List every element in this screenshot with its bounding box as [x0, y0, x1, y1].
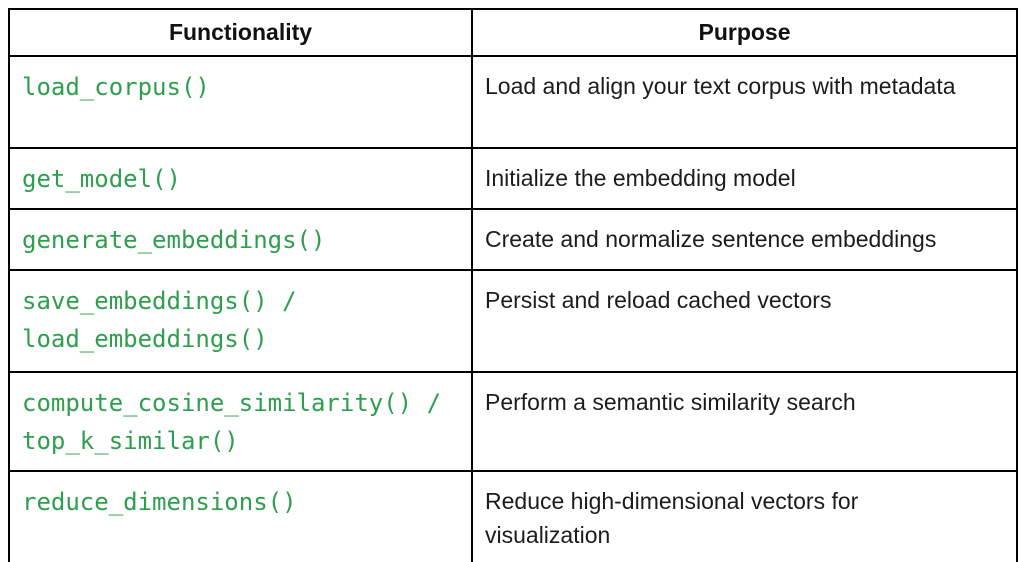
purpose-cell: Persist and reload cached vectors — [471, 269, 1018, 374]
table-row: get_model() Initialize the embedding mod… — [8, 146, 1018, 211]
functionality-purpose-table: Functionality Purpose load_corpus() Load… — [8, 8, 1018, 562]
purpose-cell: Perform a semantic similarity search — [471, 371, 1018, 472]
functionality-cell: save_embeddings() / load_embeddings() — [8, 269, 473, 374]
table-row: save_embeddings() / load_embeddings() Pe… — [8, 269, 1018, 374]
table-row: generate_embeddings() Create and normali… — [8, 208, 1018, 272]
functionality-cell: get_model() — [8, 146, 473, 211]
document-page: Functionality Purpose load_corpus() Load… — [0, 8, 1024, 562]
functionality-cell: generate_embeddings() — [8, 208, 473, 272]
purpose-cell: Load and align your text corpus with met… — [471, 55, 1018, 149]
table-row: load_corpus() Load and align your text c… — [8, 55, 1018, 149]
purpose-cell: Reduce high-dimensional vectors for visu… — [471, 469, 1018, 562]
functionality-cell: load_corpus() — [8, 55, 473, 149]
functionality-cell: compute_cosine_similarity() / top_k_simi… — [8, 371, 473, 472]
table-header-row: Functionality Purpose — [8, 8, 1018, 57]
table-row: reduce_dimensions() Reduce high-dimensio… — [8, 469, 1018, 562]
purpose-cell: Initialize the embedding model — [471, 146, 1018, 211]
table-row: compute_cosine_similarity() / top_k_simi… — [8, 371, 1018, 472]
purpose-cell: Create and normalize sentence embeddings — [471, 208, 1018, 272]
column-header-functionality: Functionality — [8, 8, 473, 57]
column-header-purpose: Purpose — [471, 8, 1018, 57]
functionality-cell: reduce_dimensions() — [8, 469, 473, 562]
